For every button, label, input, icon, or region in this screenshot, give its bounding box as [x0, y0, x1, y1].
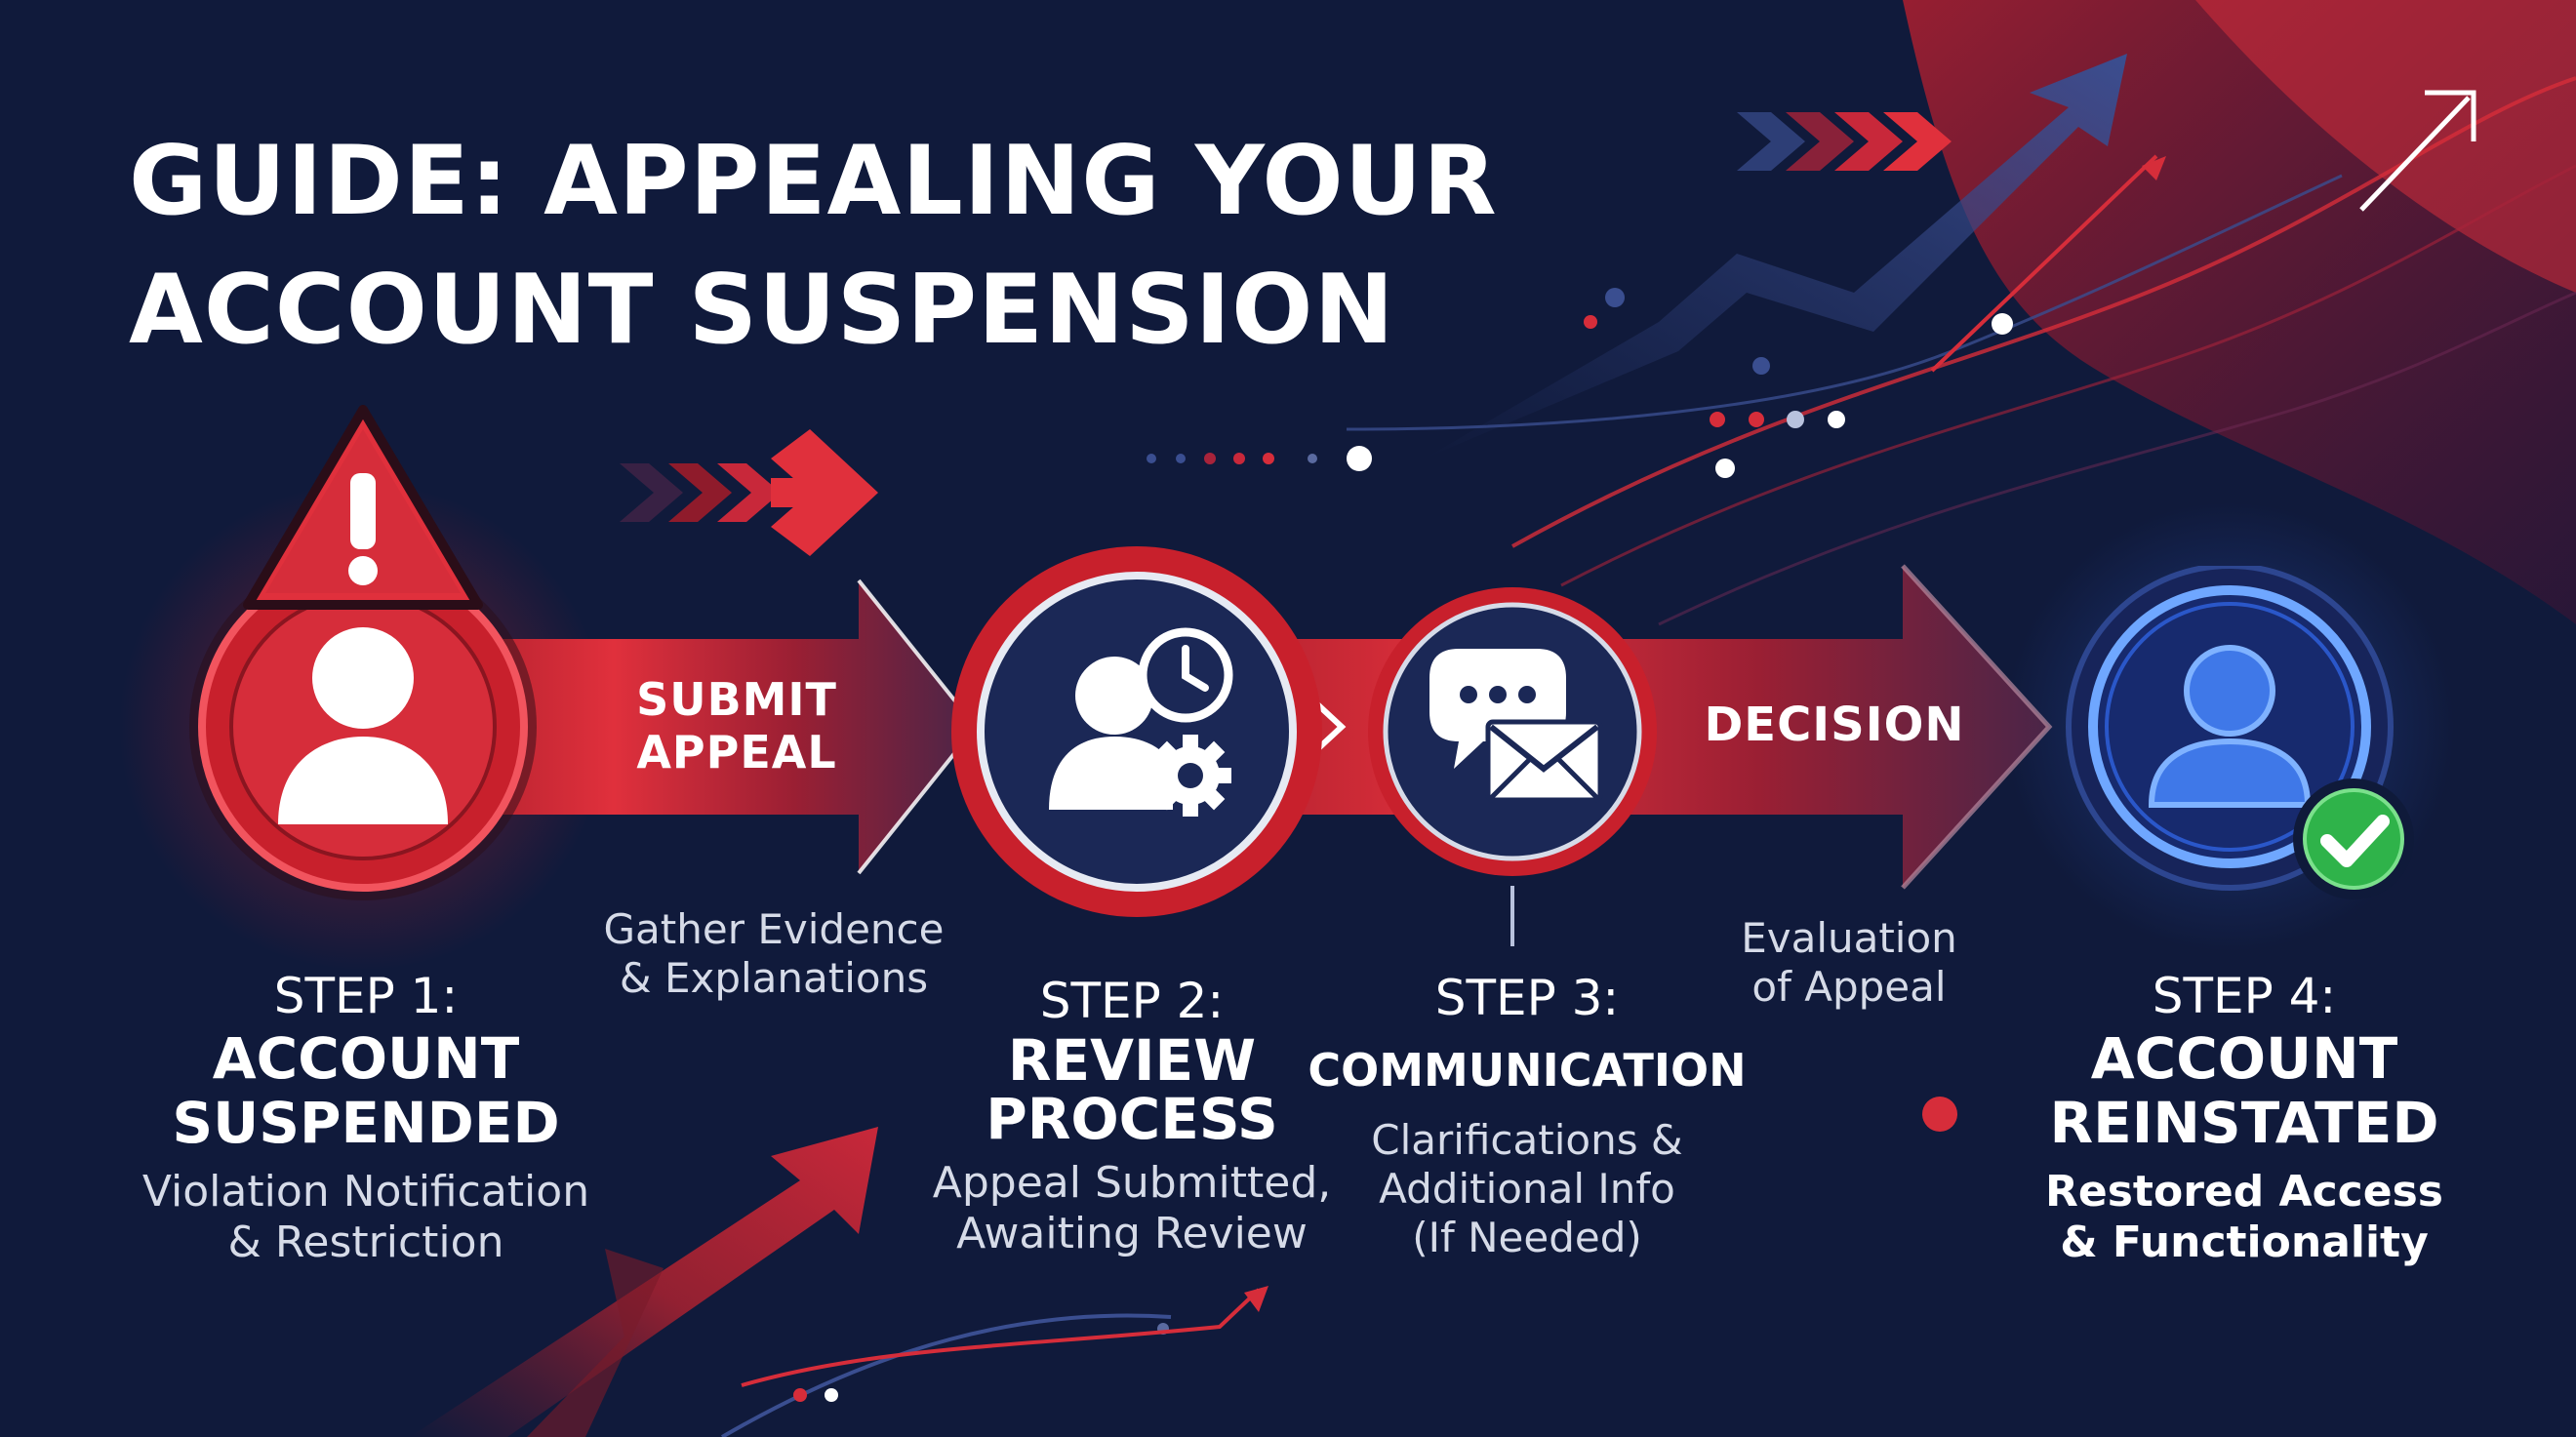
step-2-number: STEP 2: — [1039, 973, 1225, 1029]
reinstated-user-check-icon — [2066, 566, 2414, 899]
step-3-desc-line-1: Clarifications & — [1371, 1116, 1683, 1164]
submit-appeal-label: SUBMIT APPEAL — [605, 673, 868, 778]
step-4-number: STEP 4: — [2152, 968, 2337, 1024]
gather-note-line-2: & Explanations — [619, 954, 929, 1002]
step-4-title-line-1: ACCOUNT — [2090, 1025, 2398, 1092]
evaluation-note-line-1: Evaluation — [1741, 914, 1957, 962]
title-line-2: ACCOUNT SUSPENSION — [129, 255, 1395, 366]
step-2-desc-line-1: Appeal Submitted, — [932, 1158, 1332, 1208]
gather-note-line-1: Gather Evidence — [603, 905, 945, 953]
step-1-number: STEP 1: — [273, 968, 459, 1024]
step-2: STEP 2: REVIEW PROCESS Appeal Submitted,… — [917, 971, 1347, 1259]
step-4-desc-line-1: Restored Access — [2045, 1167, 2443, 1217]
warning-user-icon — [189, 405, 537, 900]
step-2-title-line-1: REVIEW — [1007, 1027, 1257, 1094]
evaluation-note-line-2: of Appeal — [1751, 963, 1947, 1011]
step-4: STEP 4: ACCOUNT REINSTATED Restored Acce… — [2010, 966, 2478, 1268]
page-title: GUIDE: APPEALING YOUR ACCOUNT SUSPENSION — [129, 117, 1498, 375]
chat-mail-icon — [1368, 587, 1657, 876]
step-4-desc-line-2: & Functionality — [2060, 1217, 2429, 1267]
evaluation-note: Evaluation of Appeal — [1717, 914, 1981, 1012]
step-1-title-line-2: SUSPENDED — [172, 1090, 560, 1156]
reviewer-clock-gear-icon — [951, 546, 1322, 917]
title-line-1: GUIDE: APPEALING YOUR — [129, 126, 1498, 237]
step-1-desc-line-1: Violation Notification — [141, 1167, 590, 1217]
step-1: STEP 1: ACCOUNT SUSPENDED Violation Noti… — [127, 966, 605, 1268]
submit-appeal-line-2: APPEAL — [636, 726, 837, 778]
step-1-desc-line-2: & Restriction — [227, 1217, 504, 1267]
gather-evidence-note: Gather Evidence & Explanations — [585, 905, 962, 1003]
step-4-title-line-2: REINSTATED — [2049, 1090, 2439, 1156]
step-2-title-line-2: PROCESS — [986, 1086, 1278, 1152]
step-2-desc-line-2: Awaiting Review — [956, 1209, 1308, 1258]
step-1-title-line-1: ACCOUNT — [212, 1025, 520, 1092]
submit-appeal-line-1: SUBMIT — [636, 673, 837, 726]
step-3-desc-line-2: Additional Info — [1379, 1165, 1675, 1213]
step-3-title: COMMUNICATION — [1308, 1044, 1747, 1097]
step-3-number: STEP 3: — [1434, 970, 1620, 1026]
step-3: STEP 3: COMMUNICATION Clarifications & A… — [1308, 968, 1747, 1262]
step-3-desc-line-3: (If Needed) — [1412, 1214, 1642, 1261]
decision-label: DECISION — [1704, 698, 1965, 752]
